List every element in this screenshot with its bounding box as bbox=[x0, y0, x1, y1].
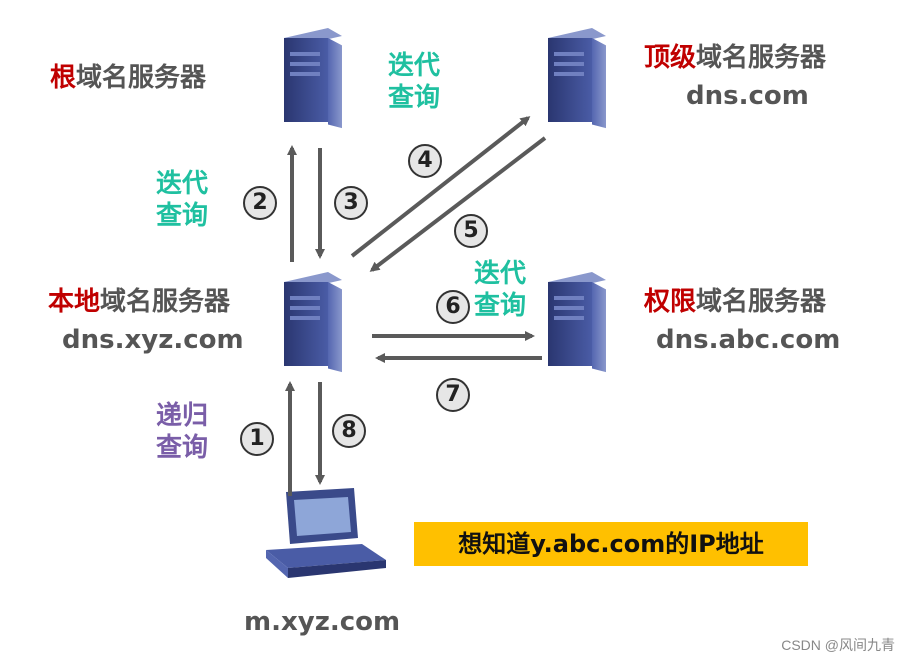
tld-server-host: dns.com bbox=[686, 81, 809, 111]
local-server-icon bbox=[284, 272, 342, 373]
step-6-badge: 6 bbox=[436, 290, 470, 324]
step-3-badge: 3 bbox=[334, 186, 368, 220]
auth-server-host: dns.abc.com bbox=[656, 325, 841, 355]
iterative-query-label-top: 迭代查询 bbox=[388, 51, 441, 113]
arrow-4-to-tld bbox=[350, 116, 531, 258]
auth-server-icon bbox=[548, 272, 606, 373]
client-computer-icon bbox=[266, 488, 386, 578]
client-host-label: m.xyz.com bbox=[244, 607, 401, 637]
step-2-badge: 2 bbox=[243, 186, 277, 220]
step-1-badge: 1 bbox=[240, 422, 274, 456]
watermark: CSDN @风间九青 bbox=[781, 637, 895, 653]
root-server-icon bbox=[284, 28, 342, 129]
query-goal-banner: 想知道y.abc.com的IP地址 bbox=[414, 522, 808, 566]
iterative-query-label-left: 迭代查询 bbox=[156, 169, 209, 231]
arrow-5-to-local bbox=[369, 136, 547, 272]
tld-server-icon bbox=[548, 28, 606, 129]
step-5-badge: 5 bbox=[454, 214, 488, 248]
local-server-label: 本地域名服务器 bbox=[48, 287, 231, 317]
iterative-query-label-auth: 迭代查询 bbox=[474, 259, 527, 321]
local-server-host: dns.xyz.com bbox=[62, 325, 244, 355]
step-7-badge: 7 bbox=[436, 378, 470, 412]
recursive-query-label: 递归查询 bbox=[156, 401, 209, 463]
step-8-badge: 8 bbox=[332, 414, 366, 448]
auth-server-label: 权限域名服务器 bbox=[644, 287, 827, 317]
tld-server-label: 顶级域名服务器 bbox=[644, 43, 827, 73]
root-server-label: 根域名服务器 bbox=[50, 63, 207, 93]
step-4-badge: 4 bbox=[408, 144, 442, 178]
